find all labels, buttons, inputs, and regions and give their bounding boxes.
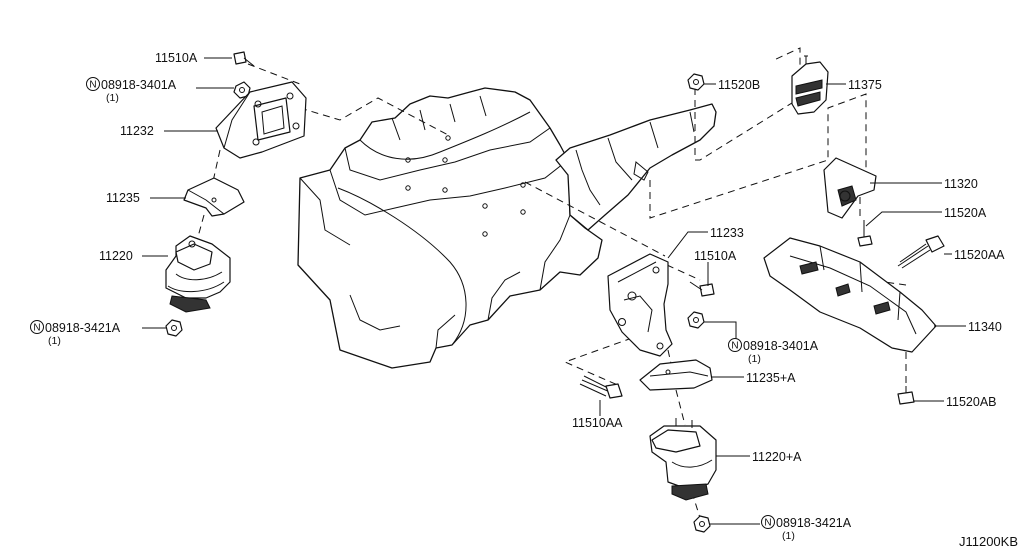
callout-08918-3401a-mid: N 08918-3401A (1) (728, 338, 819, 365)
callout-11235: 11235 (106, 191, 140, 205)
callout-11375: 11375 (848, 78, 882, 92)
nut-08918-3401a-top (233, 81, 251, 99)
n-prefix-icon: N (89, 80, 96, 91)
shield-11235 (183, 177, 245, 217)
bolt-11510aa (579, 375, 623, 399)
engine-assembly (297, 87, 717, 369)
bracket-11233 (607, 253, 673, 357)
n-prefix-icon: N (764, 518, 771, 529)
callout-11232: 11232 (120, 124, 154, 138)
n-prefix-icon: N (731, 341, 738, 352)
mount-11320 (823, 157, 877, 219)
bracket-11232 (215, 81, 307, 159)
callout-11233: 11233 (710, 226, 744, 240)
bolt-11520ab (897, 386, 915, 405)
callout-11220a: 11220+A (752, 450, 802, 464)
mount-11375 (791, 55, 829, 115)
callout-11510a-mid: 11510A (694, 249, 737, 263)
svg-text:(1): (1) (106, 92, 119, 104)
callout-11320: 11320 (944, 177, 978, 191)
svg-text:(1): (1) (782, 530, 795, 542)
bolt-11510a-top (233, 51, 255, 67)
svg-text:08918-3421A: 08918-3421A (45, 321, 121, 335)
svg-text:08918-3401A: 08918-3401A (101, 78, 177, 92)
callout-11520a: 11520A (944, 206, 987, 220)
callout-11520aa: 11520AA (954, 248, 1005, 262)
svg-text:(1): (1) (48, 335, 61, 347)
nut-08918-3401a-mid (687, 311, 705, 329)
leader-lines (142, 57, 966, 525)
svg-text:08918-3401A: 08918-3401A (743, 339, 819, 353)
n-prefix-icon: N (33, 323, 40, 334)
insulator-11220a (649, 418, 717, 501)
callout-11510a-top: 11510A (155, 51, 198, 65)
callout-08918-3401a-top: N 08918-3401A (1) (86, 77, 177, 104)
callout-08918-3421a-left: N 08918-3421A (1) (30, 320, 121, 347)
callout-11520b: 11520B (718, 78, 760, 92)
callout-11340: 11340 (968, 320, 1002, 334)
bolt-11520a (857, 220, 873, 247)
shield-11235a (639, 359, 713, 391)
nut-11520b (687, 73, 705, 91)
callout-08918-3421a-bottom: N 08918-3421A (1) (761, 515, 852, 542)
svg-text:08918-3421A: 08918-3421A (776, 516, 852, 530)
callout-11520ab: 11520AB (946, 395, 997, 409)
callout-11235a: 11235+A (746, 371, 796, 385)
nut-08918-3421a-left (165, 319, 183, 337)
nut-08918-3421a-bottom (693, 515, 711, 533)
insulator-11220 (165, 235, 231, 313)
diagram-code: J11200KB (959, 534, 1018, 549)
crossmember-11340 (763, 237, 937, 353)
callout-11220: 11220 (99, 249, 133, 263)
bolt-11510a-mid (689, 281, 715, 297)
svg-text:(1): (1) (748, 353, 761, 365)
callout-11510aa: 11510AA (572, 416, 623, 430)
bolt-11520aa (897, 235, 945, 269)
